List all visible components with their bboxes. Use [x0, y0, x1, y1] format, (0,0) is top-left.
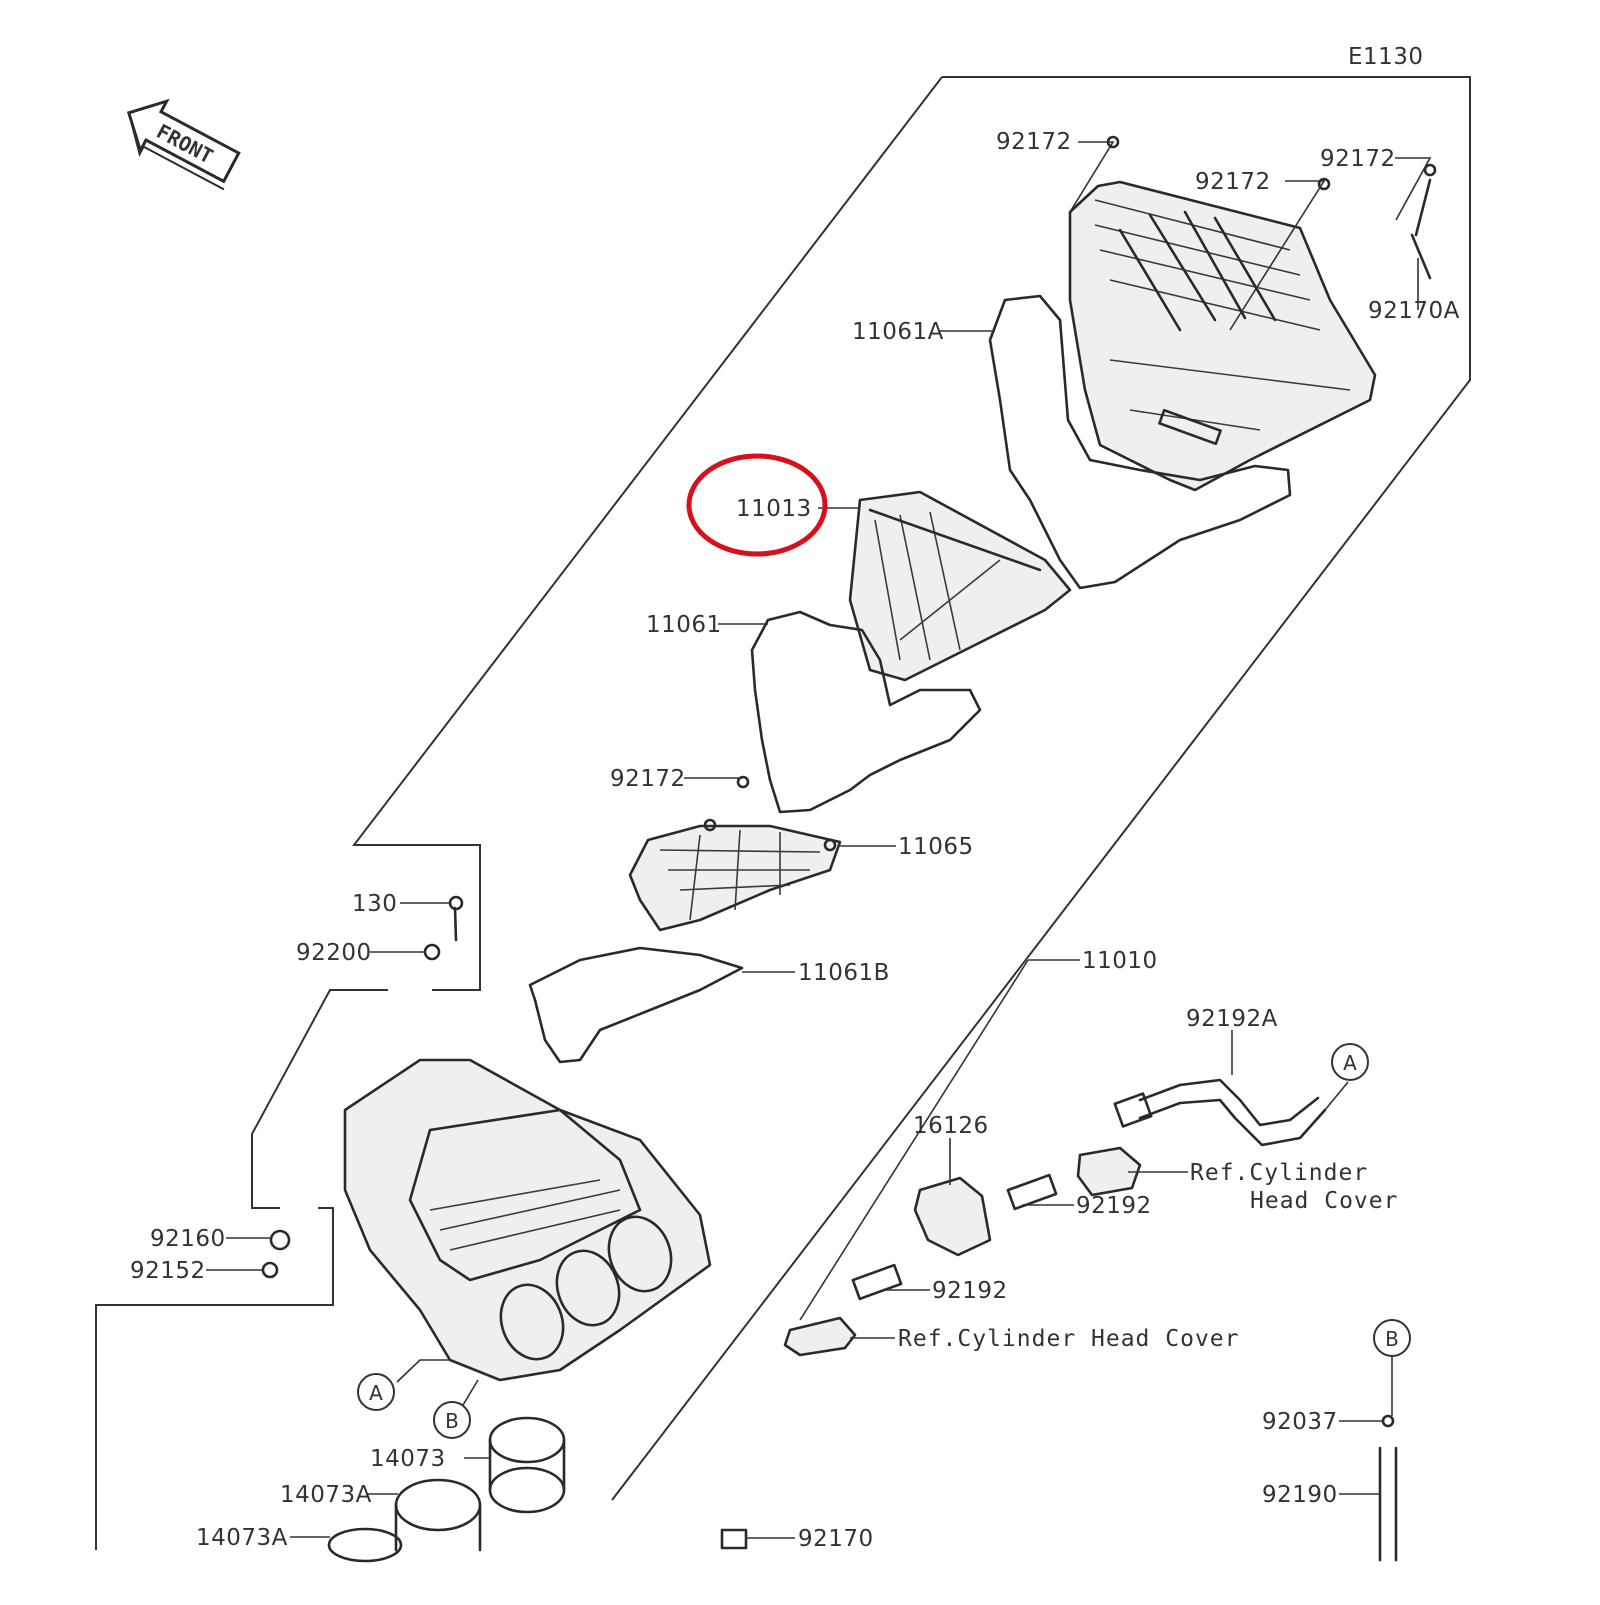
- air-cleaner-housing-11010: [343, 1058, 712, 1382]
- ref-cylinder-head-cover-1-line1: Ref.Cylinder: [1190, 1160, 1368, 1186]
- label-14073A-b: 14073A: [196, 1525, 288, 1551]
- diagram-code: E1130: [1348, 44, 1424, 70]
- gasket-11061: [750, 610, 982, 814]
- front-arrow-icon: FRONT: [126, 98, 241, 191]
- funnel-14073: [488, 1416, 566, 1514]
- highlight-circle-11013: [686, 453, 828, 557]
- label-14073: 14073: [370, 1446, 446, 1472]
- label-11061: 11061: [646, 612, 722, 638]
- label-92190: 92190: [1262, 1482, 1338, 1508]
- callout-a-bottom: A: [357, 1373, 395, 1411]
- funnel-14073A-lower: [327, 1527, 403, 1563]
- reference-labels: Ref.Cylinder Head Cover Ref.Cylinder Hea…: [898, 1160, 1398, 1352]
- callout-b-bottom: B: [433, 1401, 471, 1439]
- label-11010: 11010: [1082, 948, 1158, 974]
- label-92200: 92200: [296, 940, 372, 966]
- label-16126: 16126: [913, 1113, 989, 1139]
- label-92170A: 92170A: [1368, 298, 1460, 324]
- funnel-14073A: [394, 1478, 482, 1552]
- air-filter-element-11013: [848, 490, 1072, 682]
- callout-a-top: A: [1331, 1043, 1369, 1081]
- gasket-11061B: [528, 946, 744, 1064]
- gasket-11061A: [988, 294, 1292, 590]
- svg-text:A: A: [369, 1381, 383, 1405]
- label-92192-a: 92192: [1076, 1193, 1152, 1219]
- assembly-frame: [95, 76, 1471, 1550]
- label-130: 130: [352, 891, 397, 917]
- label-11065: 11065: [898, 834, 974, 860]
- label-92172-c: 92172: [1320, 146, 1396, 172]
- label-11013: 11013: [736, 496, 812, 522]
- label-92172-b: 92172: [1195, 169, 1271, 195]
- svg-text:B: B: [445, 1409, 459, 1433]
- callout-b-right: B: [1373, 1319, 1411, 1357]
- label-92160: 92160: [150, 1226, 226, 1252]
- leader-lines: [206, 141, 1432, 1539]
- plate-11065: [628, 818, 842, 932]
- label-92152: 92152: [130, 1258, 206, 1284]
- label-92037: 92037: [1262, 1409, 1338, 1435]
- label-92170: 92170: [798, 1526, 874, 1552]
- label-92192-b: 92192: [932, 1278, 1008, 1304]
- part-labels: 92172 92172 92172 92170A 11061A 11013 11…: [130, 129, 1460, 1552]
- label-92192A: 92192A: [1186, 1006, 1278, 1032]
- label-11061B: 11061B: [798, 960, 890, 986]
- svg-text:A: A: [1343, 1051, 1357, 1075]
- label-92172-d: 92172: [610, 766, 686, 792]
- ref-cylinder-head-cover-1-line2: Head Cover: [1250, 1188, 1398, 1214]
- breather-assembly: [261, 135, 1437, 1562]
- air-cleaner-upper-cover: [1068, 180, 1377, 492]
- label-14073A-a: 14073A: [280, 1482, 372, 1508]
- ref-cylinder-head-cover-2: Ref.Cylinder Head Cover: [898, 1326, 1240, 1352]
- label-11061A: 11061A: [852, 319, 944, 345]
- label-92172-a: 92172: [996, 129, 1072, 155]
- svg-text:B: B: [1385, 1327, 1399, 1351]
